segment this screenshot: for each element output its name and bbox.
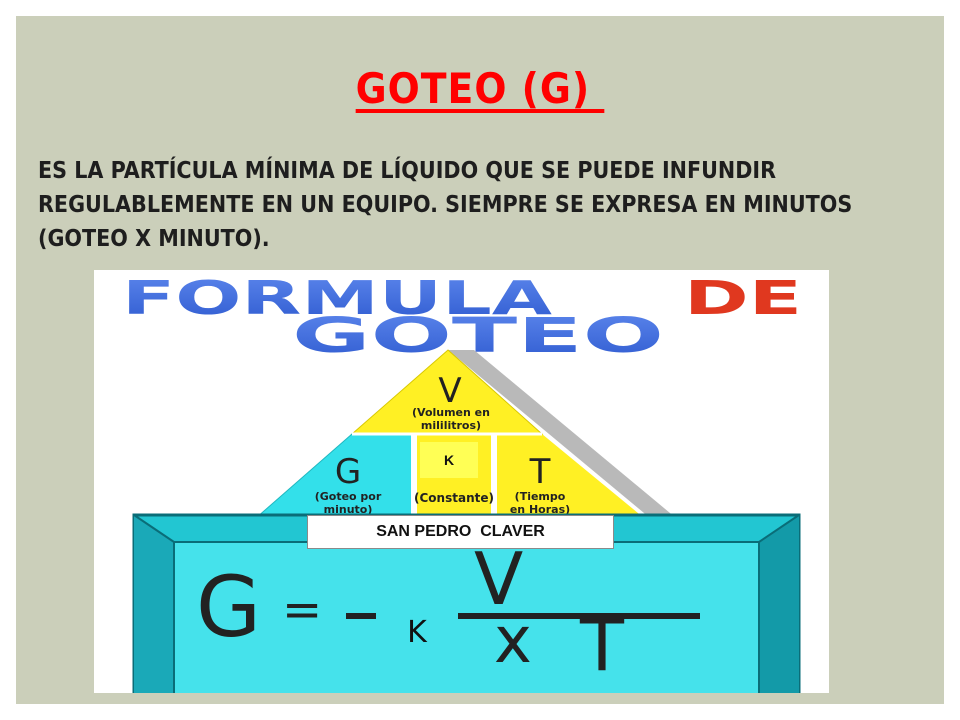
constant-k-label: K bbox=[420, 442, 478, 478]
banner-de-text: DE bbox=[684, 271, 802, 325]
formula-triangle: V (Volumen en mililitros) G (Goteo por m… bbox=[254, 349, 676, 519]
drip-formula-figure: FORMULA DE GOTEO V (Volumen en mililitro… bbox=[94, 270, 829, 693]
formula-t-symbol: T bbox=[579, 603, 625, 687]
formula-box-bevel-right bbox=[759, 515, 799, 693]
drip-caption-1: (Goteo por bbox=[315, 490, 382, 503]
slide: GOTEO (G) ES LA PARTÍCULA MÍNIMA DE LÍQU… bbox=[16, 16, 944, 704]
time-caption-1: (Tiempo bbox=[515, 490, 566, 503]
formula-diagram: FORMULA DE GOTEO V (Volumen en mililitro… bbox=[121, 270, 803, 693]
formula-box-bevel-left bbox=[134, 515, 174, 693]
slide-body-text: ES LA PARTÍCULA MÍNIMA DE LÍQUIDO QUE SE… bbox=[38, 158, 853, 252]
drip-caption-2: minuto) bbox=[324, 503, 373, 516]
time-caption-2: en Horas) bbox=[510, 503, 570, 516]
banner-formula-text: FORMULA bbox=[122, 271, 553, 325]
formula-g-symbol: G bbox=[196, 558, 261, 656]
triangle-right-section bbox=[494, 434, 644, 518]
slide-title: GOTEO (G) bbox=[355, 64, 605, 113]
formula-k-label: K bbox=[376, 604, 458, 660]
volume-caption-1: (Volumen en bbox=[412, 406, 490, 419]
formula-times-sign: x bbox=[494, 604, 532, 678]
formula-equals-sign: = bbox=[282, 582, 322, 638]
time-symbol: T bbox=[529, 452, 551, 492]
triangle-shadow bbox=[448, 350, 676, 518]
constant-caption: (Constante) bbox=[414, 491, 494, 505]
formula-v-symbol: V bbox=[474, 537, 523, 621]
drip-symbol: G bbox=[335, 452, 361, 492]
volume-symbol: V bbox=[438, 371, 461, 411]
volume-caption-2: mililitros) bbox=[421, 419, 481, 432]
watermark-label: SAN PEDRO CLAVER bbox=[307, 515, 614, 549]
fraction-bar bbox=[346, 613, 700, 619]
